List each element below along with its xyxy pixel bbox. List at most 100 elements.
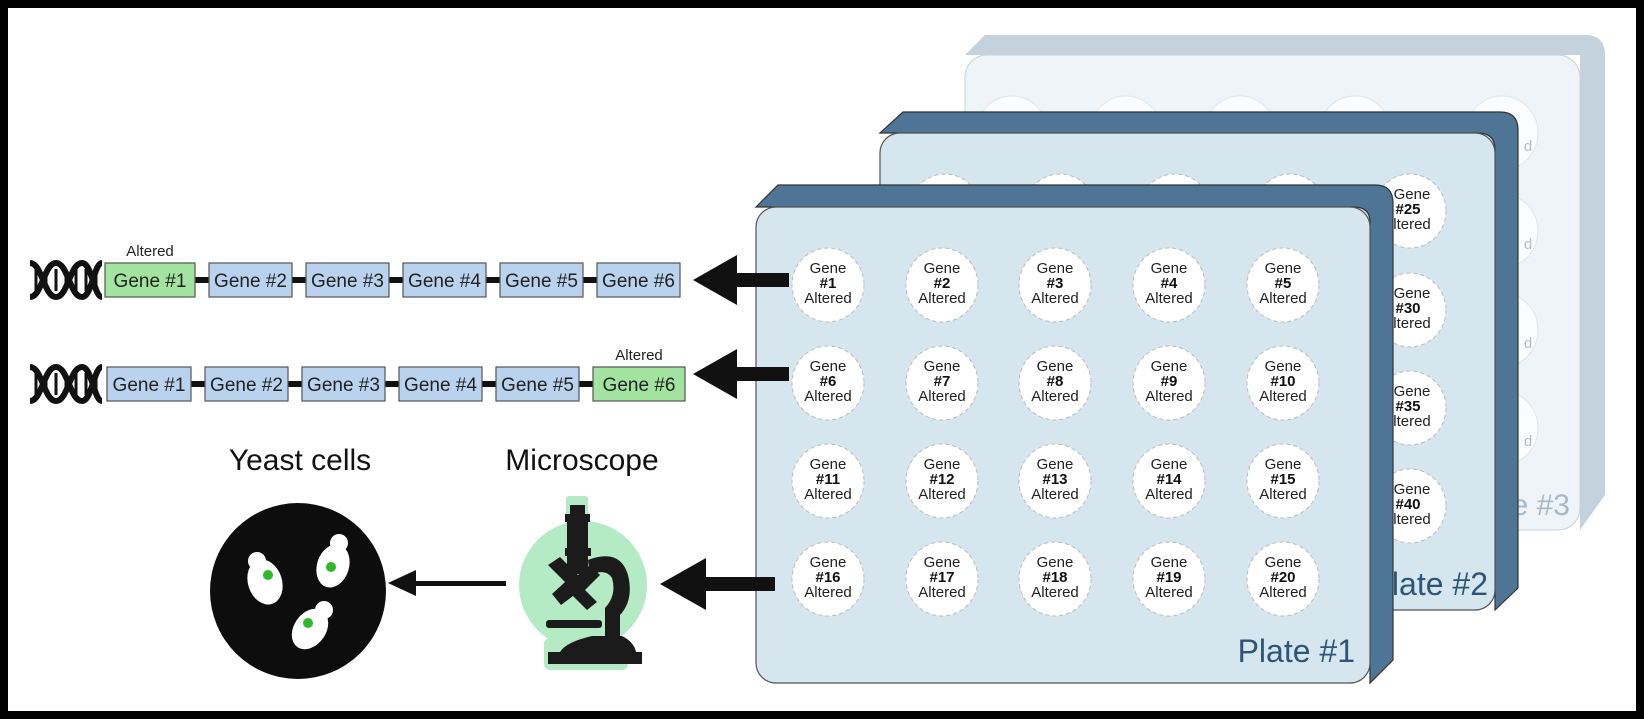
well-number: #13 [1042, 471, 1067, 488]
gene-label: Gene #5 [501, 375, 574, 396]
well-number: #25 [1395, 201, 1420, 218]
well-line-altered: Altered [1145, 388, 1193, 405]
gene-box: Gene #4 [402, 262, 487, 298]
well-line-altered: ltered [1393, 315, 1431, 332]
well-line-altered: Altered [1031, 584, 1079, 601]
well-line-gene: Gene [1151, 358, 1188, 375]
gene-label: Gene #2 [214, 271, 287, 292]
well-line-altered: Altered [804, 290, 852, 307]
well-line-altered: Altered [918, 486, 966, 503]
gene-connector [482, 381, 496, 387]
well-line-gene: Gene [1394, 285, 1431, 302]
well-line-gene: Gene [1037, 456, 1074, 473]
well-line-gene: Gene [924, 554, 961, 571]
well-number: #8 [1047, 373, 1064, 390]
well-number: #1 [820, 275, 837, 292]
well-line-altered: Altered [804, 584, 852, 601]
gene-box-altered: Gene #6 [592, 366, 686, 402]
well-line-altered: ltered [1393, 511, 1431, 528]
well-line-altered: d [1524, 335, 1532, 352]
plate-2-edge [878, 111, 1519, 612]
gene-box: Gene #1 [106, 366, 192, 402]
well-line-altered: Altered [1259, 388, 1307, 405]
well-line-altered: Altered [1145, 486, 1193, 503]
well-line-altered: Altered [918, 388, 966, 405]
gene-label: Gene #6 [602, 271, 675, 292]
gene-label: Gene #2 [210, 375, 283, 396]
well-line-altered: Altered [1259, 486, 1307, 503]
gene-label: Gene #4 [404, 375, 477, 396]
petri-view [210, 503, 386, 679]
well-line-altered: Altered [1031, 486, 1079, 503]
well-line-gene: Gene [1265, 456, 1302, 473]
well-line-altered: ltered [1393, 413, 1431, 430]
altered-tag: Altered [615, 347, 663, 364]
gene-box: Gene #2 [208, 262, 293, 298]
well-line-altered: Altered [804, 388, 852, 405]
plate-1-edge [754, 184, 1394, 685]
gene-box: Gene #2 [204, 366, 289, 402]
well-line-altered: ltered [1393, 216, 1431, 233]
gene-label: Gene #1 [114, 271, 187, 292]
gene-box: Gene #4 [398, 366, 483, 402]
well-number: #40 [1395, 496, 1420, 513]
well-line-altered: Altered [1031, 388, 1079, 405]
gene-connector [292, 277, 306, 283]
yeast-cells-icon [210, 503, 386, 679]
gene-connector [583, 277, 597, 283]
gene-box-altered: Gene #1 [104, 262, 196, 298]
well-line-gene: Gene [1394, 383, 1431, 400]
well-number: #4 [1161, 275, 1178, 292]
yeast-cells-label: Yeast cells [229, 444, 371, 477]
well-number: #17 [929, 569, 954, 586]
well-line-gene: Gene [1151, 456, 1188, 473]
well-line-altered: Altered [1145, 584, 1193, 601]
well-line-gene: Gene [924, 358, 961, 375]
plate-3-top [965, 35, 1600, 55]
gene-label: Gene #3 [311, 271, 384, 292]
well-line-altered: d [1524, 138, 1532, 155]
well-line-gene: Gene [1265, 358, 1302, 375]
gene-connector [288, 381, 302, 387]
well-line-altered: Altered [1145, 290, 1193, 307]
gene-box: Gene #3 [305, 262, 390, 298]
well-number: #15 [1270, 471, 1295, 488]
arrow-left-icon [693, 255, 789, 305]
well-line-altered: Altered [1259, 290, 1307, 307]
well-number: #5 [1275, 275, 1292, 292]
well-line-gene: Gene [810, 554, 847, 571]
well-number: #30 [1395, 300, 1420, 317]
arrow-left-icon [660, 558, 775, 610]
gene-box: Gene #5 [495, 366, 580, 402]
gene-connector [195, 277, 209, 283]
arrow-left-icon [388, 570, 506, 596]
yeast-cell [247, 552, 283, 605]
well-number: #6 [820, 373, 837, 390]
yeast-cell [291, 601, 333, 650]
well-number: #35 [1395, 398, 1420, 415]
well-line-gene: Gene [924, 456, 961, 473]
well-number: #7 [934, 373, 951, 390]
